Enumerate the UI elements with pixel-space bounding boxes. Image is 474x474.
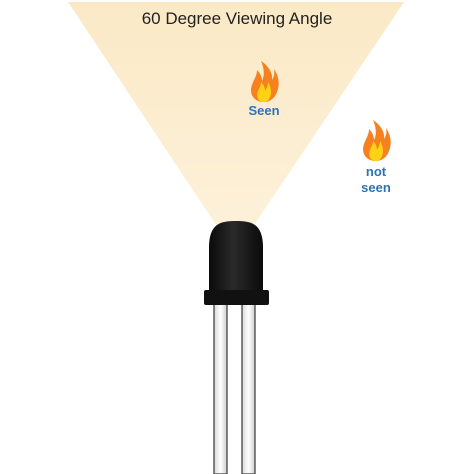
flame-icon: [363, 120, 391, 161]
seen-label: Seen: [248, 103, 280, 118]
diagram-title: 60 Degree Viewing Angle: [141, 9, 333, 28]
photodiode-dome: [209, 221, 263, 292]
not-seen-label-line1: not: [365, 164, 387, 179]
photodiode-leg-right: [241, 303, 256, 474]
photodiode-icon: [204, 221, 269, 305]
photodiode-flange: [204, 290, 269, 305]
viewing-cone: [68, 2, 404, 234]
flame-icon: [251, 61, 279, 102]
photodiode-leg-left: [213, 303, 228, 474]
not-seen-label: not seen: [346, 164, 406, 196]
not-seen-label-line2: seen: [361, 180, 391, 195]
